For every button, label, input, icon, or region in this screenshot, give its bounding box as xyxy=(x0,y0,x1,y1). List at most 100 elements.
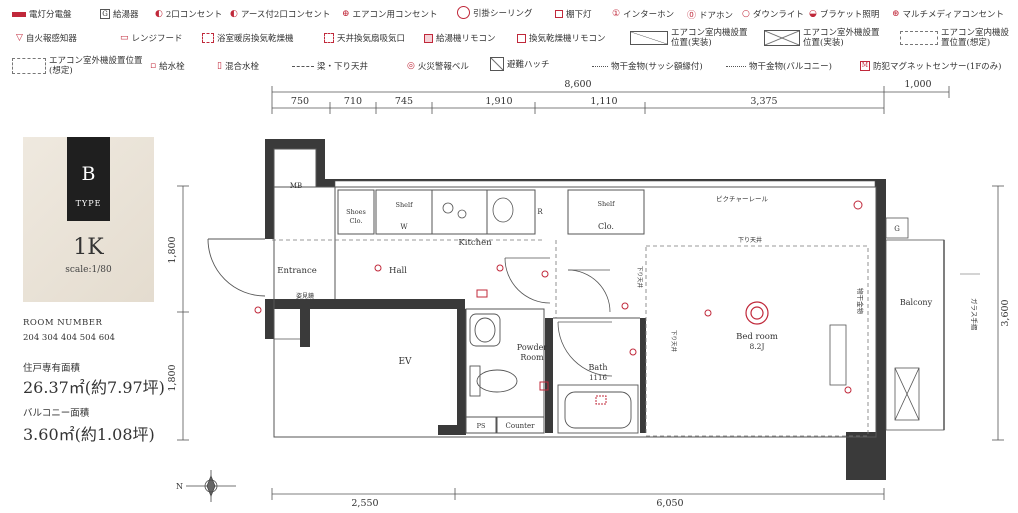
legend-item: ⊕エアコン用コンセント xyxy=(342,9,438,20)
layout-name: 1K xyxy=(73,235,104,260)
downlight-icon: ○ xyxy=(742,9,750,19)
legend-item: 引掛シーリング xyxy=(457,6,533,19)
label-r: R xyxy=(537,208,543,216)
label-bedroom: Bed room xyxy=(736,332,778,342)
label-shoes: Shoes xyxy=(346,208,366,216)
legend-item: ⊛マルチメディアコンセント xyxy=(892,9,1004,20)
type-label: TYPE xyxy=(75,199,102,208)
entrance-door[interactable] xyxy=(207,238,266,297)
label-water-heater-g: G xyxy=(894,225,900,233)
water-heater-icon: G xyxy=(100,9,110,19)
dim-top-3: 745 xyxy=(395,96,413,107)
area-value: 26.37㎡(約7.97坪) xyxy=(23,378,165,397)
label-drop-ceiling: 下り天井 xyxy=(738,236,762,244)
legend-item: ▫給水栓 xyxy=(150,61,185,72)
label-hanger-note: 物干金物 xyxy=(856,288,865,315)
bathtub xyxy=(557,384,639,434)
legend-item: 物干金物(サッシ額縁付) xyxy=(592,60,703,72)
legend-item: 換気乾燥機リモコン xyxy=(517,32,606,44)
room-outlines xyxy=(273,148,877,438)
legend-item: ▭レンジフード xyxy=(120,33,183,44)
fire-alarm-icon xyxy=(541,270,549,278)
magnet-sensor-icon: M xyxy=(860,61,870,71)
legend-item: 物干金物(バルコニー) xyxy=(726,60,832,72)
balcony-hanger-icon xyxy=(726,65,746,67)
legend-item: ◐アース付2口コンセント xyxy=(230,9,331,20)
double-outlet-icon: ◐ xyxy=(155,9,163,19)
dim-bottom-1: 2,550 xyxy=(351,498,378,509)
multimedia-outlet-icon: ⊛ xyxy=(892,9,900,19)
dim-top-4: 1,910 xyxy=(485,96,512,107)
ceiling-hook-icon xyxy=(745,301,769,325)
balcony-area-value: 3.60㎡(約1.08坪) xyxy=(23,425,155,444)
label-kitchen: Kitchen xyxy=(458,238,492,248)
balcony-area-label: バルコニー面積 xyxy=(23,408,90,419)
bracket-light-icon: ◒ xyxy=(809,9,817,19)
legend-item: ◎火災警報ベル xyxy=(407,61,469,72)
label-powder: Powder xyxy=(517,343,548,352)
downlight-icon xyxy=(704,309,712,317)
ac-indoor-planned-icon xyxy=(900,31,938,45)
dim-bottom-2: 6,050 xyxy=(656,498,683,509)
label-ev: EV xyxy=(398,357,412,367)
range-hood-icon: ▭ xyxy=(120,33,129,43)
area-label: 住戸専有面積 xyxy=(23,363,81,374)
ac-outdoor-actual-icon xyxy=(764,30,800,46)
type-card: B TYPE 1K scale:1/80 xyxy=(23,137,154,302)
legend-item: ◒ブラケット照明 xyxy=(809,9,880,20)
dim-total-width: 8,600 xyxy=(564,79,591,90)
intercom-icon: ① xyxy=(612,9,621,19)
legend-item: ○ダウンライト xyxy=(742,9,804,20)
dim-left-upper: 1,800 xyxy=(167,236,178,263)
fire-bell-icon: ◎ xyxy=(407,61,415,71)
sash-hanger-icon xyxy=(592,65,608,67)
label-picture-rail: ピクチャーレール xyxy=(716,195,768,203)
water-heater-remote-icon xyxy=(424,33,433,43)
label-bedroom-size: 8.2J xyxy=(750,342,765,351)
label-glass-rail: ガラス手摺 xyxy=(970,298,979,331)
dryer-remote-icon xyxy=(517,33,526,43)
internal-doors[interactable] xyxy=(504,257,613,377)
legend-item: 避難ハッチ xyxy=(490,57,550,71)
escape-hatch-icon xyxy=(490,57,504,71)
stove xyxy=(442,202,467,219)
ac-indoor-actual-icon xyxy=(630,31,668,45)
top-dimension-lines xyxy=(177,86,1004,500)
multimedia-outlet-icon xyxy=(853,200,863,210)
dimension-labels: 8,600 1,000 750 710 745 1,910 1,110 3,37… xyxy=(167,79,1011,509)
intercom-icon xyxy=(621,302,629,310)
dim-balcony-depth: 1,000 xyxy=(904,79,931,90)
ac-outdoor-planned-icon xyxy=(12,58,46,74)
label-shoes-clo: Clo. xyxy=(350,217,363,225)
legend-item: エアコン室外機設置位置(実装) xyxy=(764,28,884,48)
double-outlet-icon xyxy=(844,386,852,394)
label-counter: Counter xyxy=(506,422,536,430)
compass-north-label: N xyxy=(176,482,183,491)
beam-line-icon xyxy=(292,65,314,67)
room-labels: MB Shoes Clo. Shelf W Kitchen Shelf Clo.… xyxy=(277,182,932,430)
scale-label: scale:1/80 xyxy=(65,265,112,275)
legend-item: ▯混合水栓 xyxy=(217,61,259,72)
label-mirror: 姿見鏡 xyxy=(296,292,314,300)
label-entrance: Entrance xyxy=(277,266,317,276)
legend-item: 浴室暖房換気乾燥機 xyxy=(202,32,294,44)
distribution-board-icon xyxy=(12,11,26,17)
label-w: W xyxy=(400,223,408,231)
dim-top-5: 1,110 xyxy=(590,96,617,107)
legend-item: 給湯機リモコン xyxy=(424,32,496,44)
downlight-icon xyxy=(374,264,382,272)
grounded-double-outlet-icon: ◐ xyxy=(230,9,238,19)
downlight-icon xyxy=(496,264,504,272)
balcony-area xyxy=(829,217,945,431)
legend-item: 電灯分電盤 xyxy=(12,8,72,20)
dim-right: 3,600 xyxy=(1000,299,1011,326)
bath-dryer-icon xyxy=(202,33,214,43)
washbasin xyxy=(469,313,501,347)
legend-item: エアコン室内機設置位置(実装) xyxy=(630,28,750,48)
water-faucet-icon: ▫ xyxy=(150,61,157,71)
label-bath-size: 1116 xyxy=(589,374,607,382)
label-ps: PS xyxy=(477,422,486,430)
